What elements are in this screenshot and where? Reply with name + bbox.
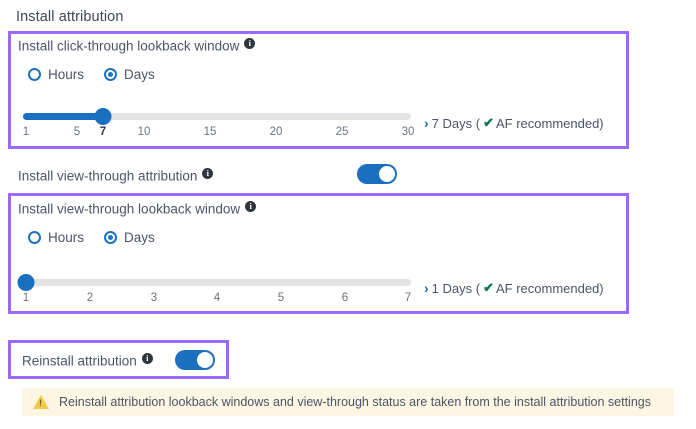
view-through-slider-track[interactable] xyxy=(23,279,411,286)
info-icon[interactable]: i xyxy=(244,38,256,49)
view-through-lookback-label-text: Install view-through lookback window xyxy=(18,201,241,217)
tick-label: 10 xyxy=(137,126,151,138)
tick-label: 6 xyxy=(341,292,349,304)
tick-label: 5 xyxy=(73,126,81,138)
tick-label-current: 7 xyxy=(99,126,107,138)
radio-view-through-hours[interactable]: Hours xyxy=(28,230,84,245)
click-through-recommendation-value: 7 Days ( xyxy=(431,115,481,131)
click-through-lookback-label: Install click-through lookback window i xyxy=(18,37,256,54)
radio-label-hours: Hours xyxy=(48,230,85,245)
view-through-unit-radio-group: Hours Days xyxy=(28,230,155,245)
info-icon[interactable]: i xyxy=(202,168,214,179)
tick-label: 5 xyxy=(277,292,285,304)
tick-label: 7 xyxy=(404,292,412,304)
view-through-attribution-label: Install view-through attribution i xyxy=(18,167,214,184)
tick-label: 2 xyxy=(86,292,94,304)
view-through-recommendation-value: 1 Days ( xyxy=(431,280,481,296)
view-through-recommendation[interactable]: › 1 Days ( ✔ AF recommended) xyxy=(424,280,604,296)
tick-label: 1 xyxy=(22,292,30,304)
radio-label-hours: Hours xyxy=(48,67,85,82)
view-through-lookback-label: Install view-through lookback window i xyxy=(18,200,257,217)
tick-label: 30 xyxy=(401,126,415,138)
view-through-attribution-label-text: Install view-through attribution xyxy=(18,168,198,184)
warning-banner: Reinstall attribution lookback windows a… xyxy=(22,388,674,416)
reinstall-attribution-toggle[interactable] xyxy=(175,350,215,370)
click-through-lookback-label-text: Install click-through lookback window xyxy=(18,38,240,54)
radio-label-days: Days xyxy=(124,67,155,82)
view-through-recommendation-suffix: AF recommended) xyxy=(495,280,604,296)
page-title: Install attribution xyxy=(16,9,124,25)
chevron-right-icon: › xyxy=(424,280,429,296)
click-through-slider-thumb[interactable] xyxy=(94,108,112,125)
radio-click-through-hours[interactable]: Hours xyxy=(28,67,84,82)
radio-click-through-days[interactable]: Days xyxy=(104,67,155,82)
click-through-recommendation-suffix: AF recommended) xyxy=(495,115,604,131)
click-through-recommendation[interactable]: › 7 Days ( ✔ AF recommended) xyxy=(424,115,604,131)
click-through-slider-track[interactable] xyxy=(23,113,411,120)
tick-label: 1 xyxy=(22,126,30,138)
check-icon: ✔ xyxy=(483,115,494,130)
radio-view-through-days[interactable]: Days xyxy=(104,230,155,245)
tick-label: 4 xyxy=(213,292,221,304)
tick-label: 15 xyxy=(203,126,217,138)
chevron-right-icon: › xyxy=(424,115,429,131)
radio-mark-hours-icon xyxy=(28,231,41,244)
view-through-lookback-highlight-box xyxy=(8,193,629,314)
view-through-attribution-toggle[interactable] xyxy=(357,164,397,184)
view-through-slider-thumb[interactable] xyxy=(17,274,35,291)
tick-label: 3 xyxy=(150,292,158,304)
tick-label: 25 xyxy=(335,126,349,138)
radio-mark-hours-icon xyxy=(28,68,41,81)
warning-triangle-icon xyxy=(33,395,49,409)
click-through-unit-radio-group: Hours Days xyxy=(28,67,155,82)
radio-mark-days-selected-icon xyxy=(104,68,118,81)
reinstall-attribution-label: Reinstall attribution i xyxy=(22,352,153,369)
reinstall-attribution-label-text: Reinstall attribution xyxy=(22,353,137,369)
check-icon: ✔ xyxy=(483,280,494,295)
click-through-lookback-highlight-box xyxy=(8,31,629,149)
click-through-slider-fill xyxy=(23,113,103,120)
info-icon[interactable]: i xyxy=(245,201,257,212)
warning-banner-text: Reinstall attribution lookback windows a… xyxy=(59,395,651,409)
info-icon[interactable]: i xyxy=(141,353,153,364)
radio-label-days: Days xyxy=(124,230,155,245)
radio-mark-days-selected-icon xyxy=(104,231,118,244)
tick-label: 20 xyxy=(269,126,283,138)
